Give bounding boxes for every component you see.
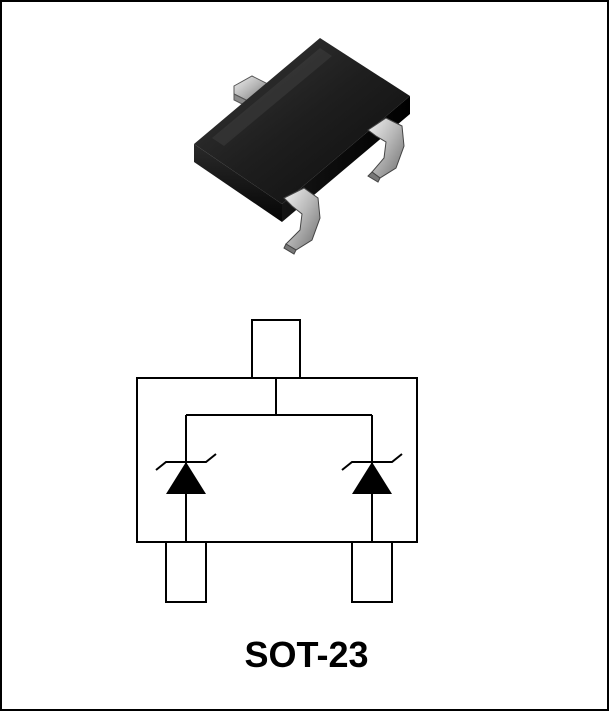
zener-diode-left xyxy=(155,453,217,494)
dual-zener-schematic xyxy=(136,319,418,603)
right-lead xyxy=(367,117,405,183)
pin-1-pad xyxy=(165,541,207,603)
front-lead xyxy=(283,187,321,255)
pin-2-pad xyxy=(351,541,393,603)
package-name-caption: SOT-23 xyxy=(244,634,369,675)
pin-3-pad xyxy=(251,319,301,379)
sot23-package-illustration xyxy=(194,38,410,255)
zener-diode-right xyxy=(341,453,403,494)
